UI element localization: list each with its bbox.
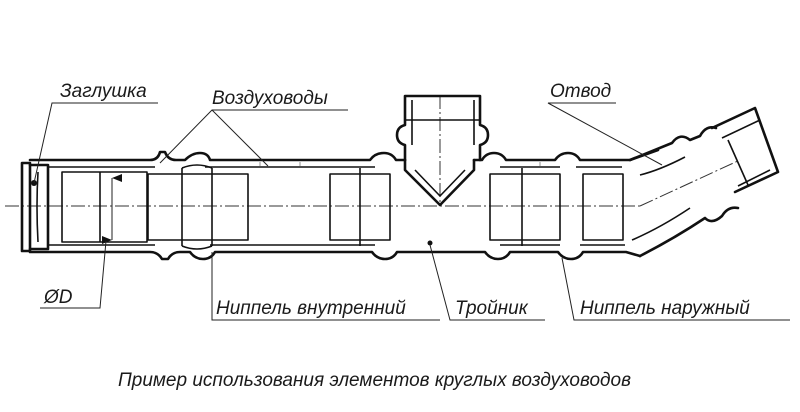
label-nippel-naruzh: Ниппель наружный <box>580 298 750 319</box>
tee <box>395 94 490 246</box>
inner-section-left <box>61 171 148 244</box>
label-otvod: Отвод <box>550 81 611 102</box>
label-zaglushka: Заглушка <box>60 81 147 102</box>
bend-axis <box>639 159 741 207</box>
duct-hatching <box>259 162 541 166</box>
bend <box>628 106 780 258</box>
external-nipple <box>489 168 624 246</box>
main-duct <box>28 148 660 261</box>
middle-section <box>329 168 391 246</box>
leader-lines <box>33 102 790 321</box>
label-troynik: Тройник <box>455 298 529 319</box>
label-vozduhovody: Воздуховоды <box>212 88 328 109</box>
end-cap <box>20 161 50 253</box>
label-diameter: ØD <box>43 287 73 308</box>
label-nippel-vnutr: Ниппель внутренний <box>216 298 406 319</box>
diagram-caption: Пример использования элементов круглых в… <box>118 370 631 391</box>
internal-nipple <box>147 164 249 250</box>
